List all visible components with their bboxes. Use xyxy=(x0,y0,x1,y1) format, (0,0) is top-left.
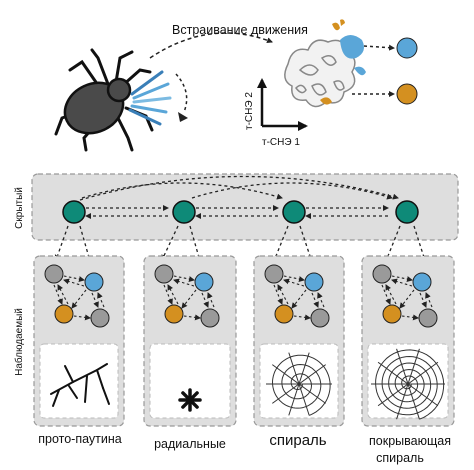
observed-transitions xyxy=(381,275,433,321)
state-caption-line2: спираль xyxy=(376,451,424,465)
gray-state-node xyxy=(418,308,438,328)
gray-state-node xyxy=(310,308,330,328)
web-picture-pane xyxy=(259,343,339,419)
gray-state-node xyxy=(44,264,64,284)
hidden-state-node xyxy=(62,200,86,224)
embedding-arrow xyxy=(149,32,273,59)
observed-transitions xyxy=(53,275,105,321)
hidden-layer-label: Скрытый xyxy=(14,187,25,229)
embedding-label: Встраивание движения xyxy=(172,23,308,37)
state-caption: радиальные xyxy=(154,437,226,451)
embedding-blue-blobs xyxy=(340,35,366,76)
hidden-state-node xyxy=(282,200,306,224)
covering-spiral-web-icon xyxy=(371,348,445,420)
hidden-state-node xyxy=(395,200,419,224)
axis-y-label: т-СНЭ 2 xyxy=(244,92,255,130)
blue-state-node xyxy=(304,272,324,292)
orange-state-node xyxy=(164,304,184,324)
axis-x-label: т-СНЭ 1 xyxy=(262,137,300,148)
web-picture-pane xyxy=(149,343,231,419)
state-caption: спираль xyxy=(269,432,326,449)
blue-cluster-node xyxy=(396,37,418,59)
orange-state-node xyxy=(54,304,74,324)
state-caption: прото-паутина xyxy=(38,432,122,446)
gray-state-node xyxy=(90,308,110,328)
hidden-layer-panel xyxy=(31,173,459,241)
orange-state-node xyxy=(382,304,402,324)
observed-transitions xyxy=(163,275,215,321)
hidden-state-node xyxy=(172,200,196,224)
spiral-web-icon xyxy=(266,352,332,416)
observed-panel xyxy=(361,255,455,427)
proto-web-icon xyxy=(50,363,110,407)
spider-icon xyxy=(54,48,188,152)
radial-web-icon xyxy=(178,388,202,412)
observed-layer-label: Наблюдаемый xyxy=(13,308,25,376)
orange-cluster-node xyxy=(396,83,418,105)
gray-state-node xyxy=(154,264,174,284)
gray-state-node xyxy=(372,264,392,284)
hidden-transitions xyxy=(79,175,399,219)
orange-state-node xyxy=(274,304,294,324)
tsne-axes xyxy=(257,78,308,131)
observed-transitions xyxy=(273,275,325,321)
blue-state-node xyxy=(84,272,104,292)
embedding-cluster xyxy=(284,39,356,108)
observed-panel xyxy=(253,255,345,427)
blue-state-node xyxy=(194,272,214,292)
gray-state-node xyxy=(200,308,220,328)
web-picture-pane xyxy=(39,343,119,419)
gray-state-node xyxy=(264,264,284,284)
state-caption: покрывающая xyxy=(369,434,451,448)
observed-panel xyxy=(143,255,237,427)
blue-cluster-arrow xyxy=(363,44,395,51)
embedding-orange-blobs xyxy=(320,19,345,105)
observed-panel xyxy=(33,255,125,427)
blue-state-node xyxy=(412,272,432,292)
